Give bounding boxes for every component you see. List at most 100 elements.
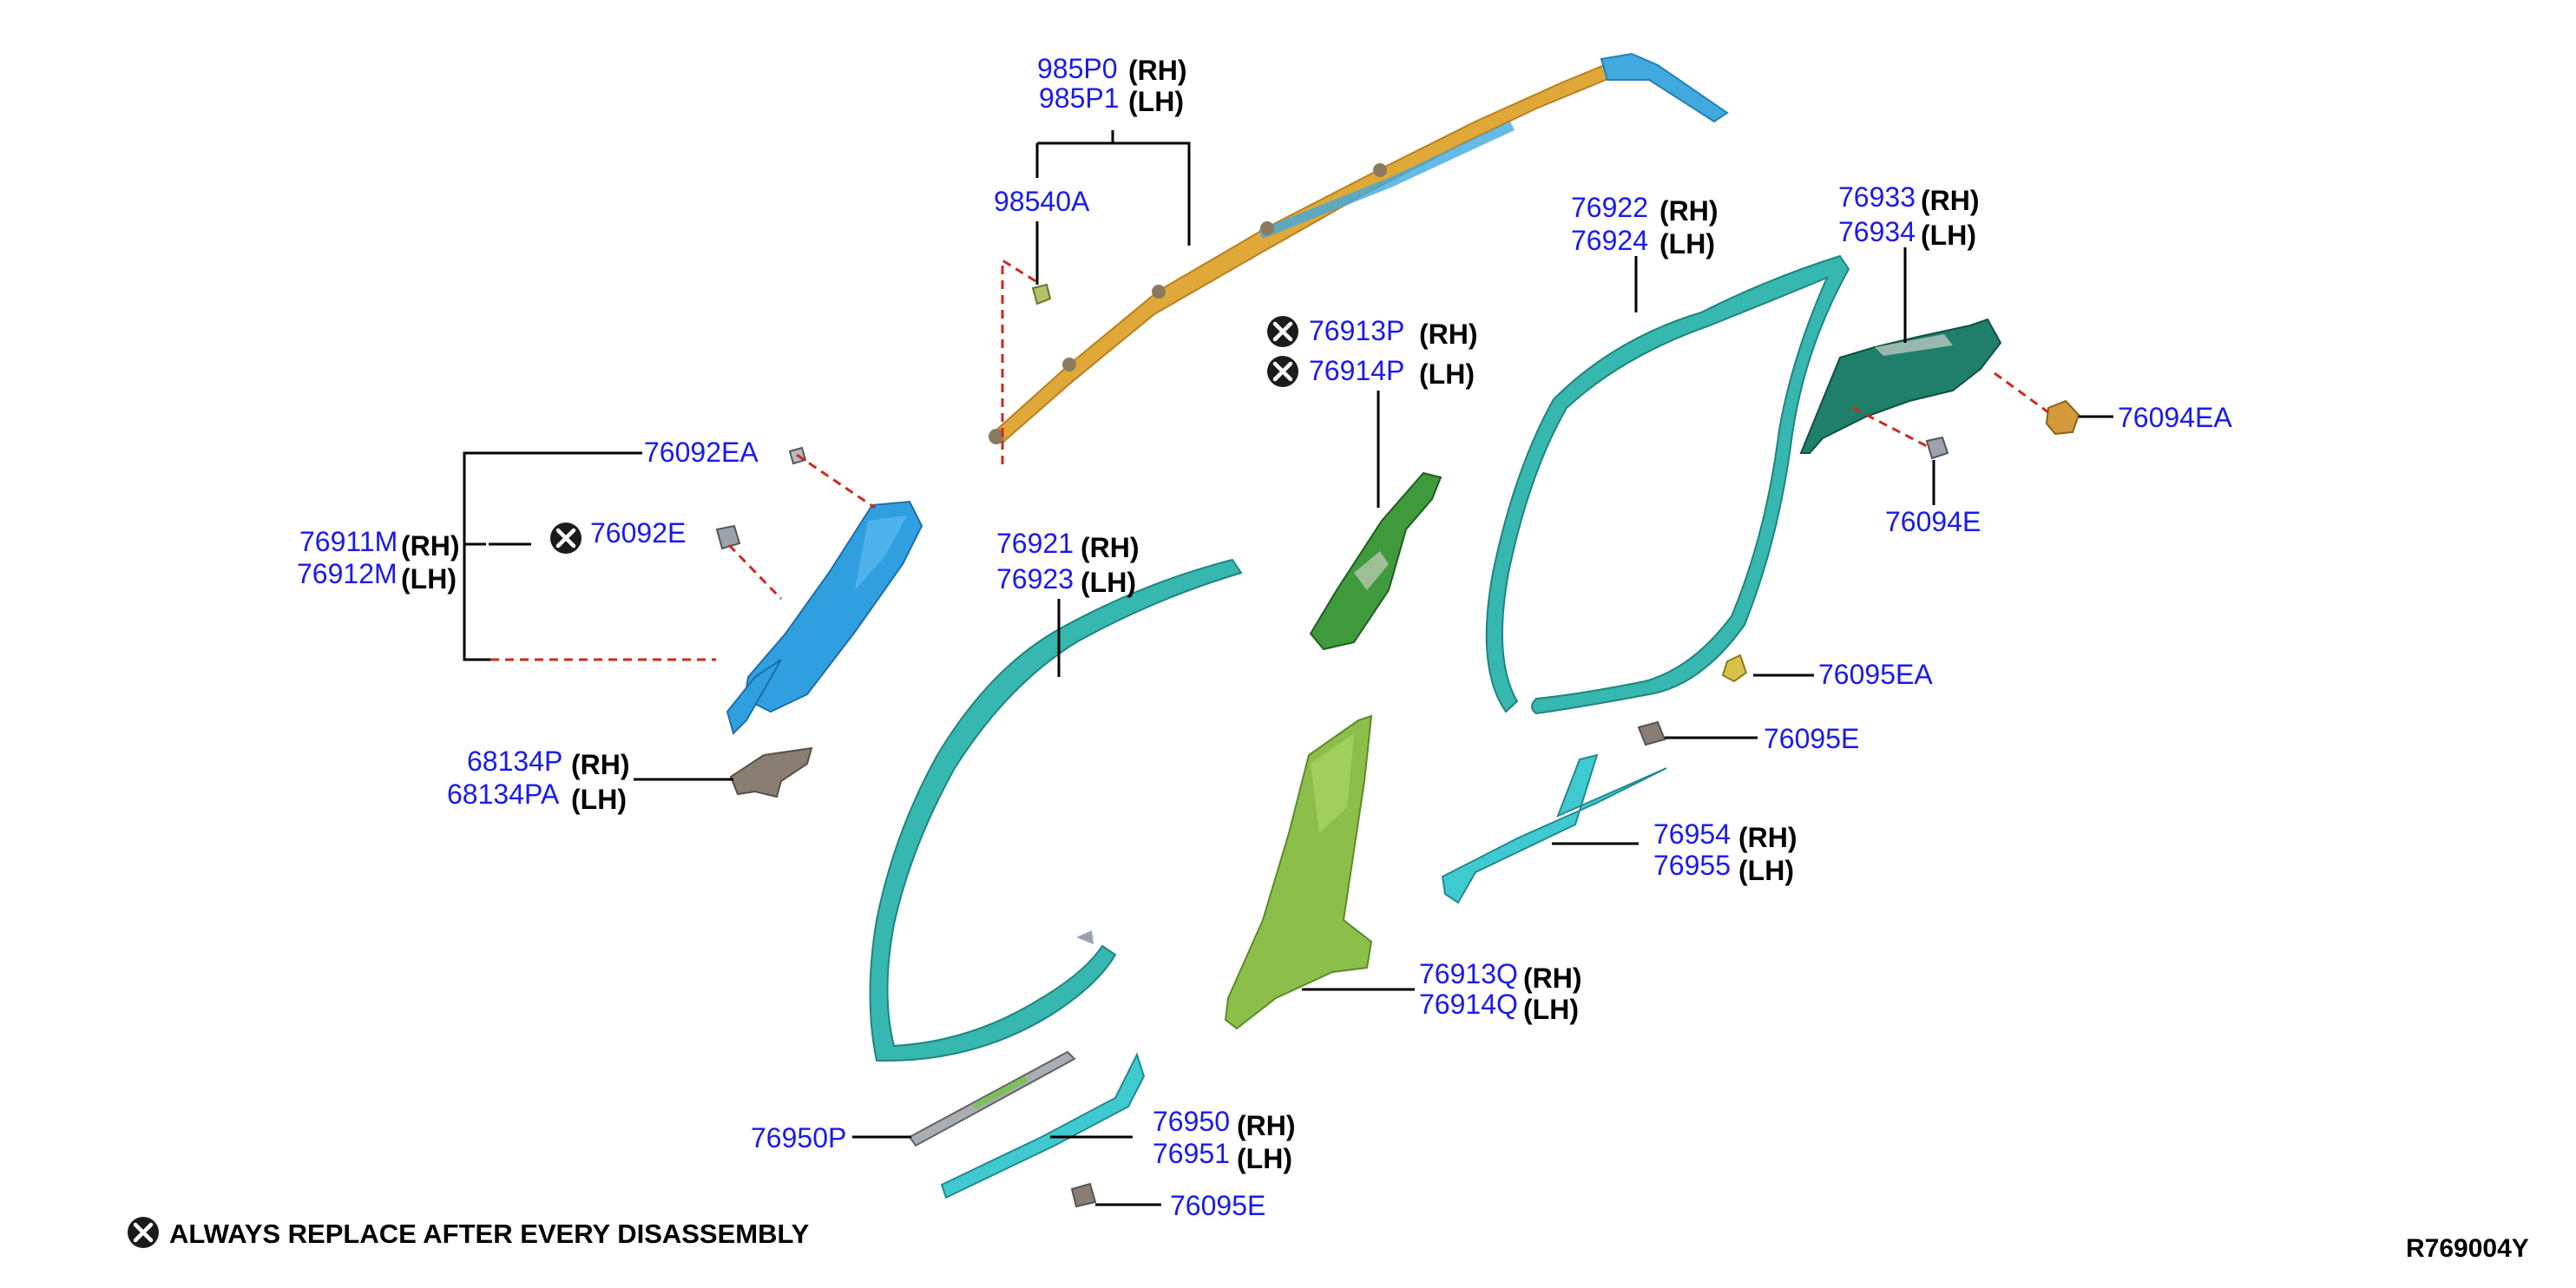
part-number-label: 68134P <box>467 746 562 777</box>
front-pillar-clip[interactable] <box>715 524 741 550</box>
callout-76955[interactable]: 76955 (LH) <box>1653 850 1794 886</box>
part-number-label: 76911M <box>299 526 398 557</box>
part-number-label: 76092E <box>590 517 686 549</box>
callout-76933[interactable]: 76933 (RH) <box>1838 181 1980 216</box>
callout-76924[interactable]: 76924 (LH) <box>1571 225 1715 260</box>
part-number-label: 98540A <box>994 186 1090 217</box>
part-number-label: 76095E <box>1170 1190 1265 1221</box>
part-number-label: 76924 <box>1571 225 1648 256</box>
side-label-rh: (RH) <box>1081 532 1140 563</box>
legend-text: ALWAYS REPLACE AFTER EVERY DISASSEMBLY <box>169 1219 810 1249</box>
part-number-label: 76095E <box>1764 723 1859 754</box>
part-number-label: 76921 <box>996 528 1074 559</box>
rear-kicking-plate[interactable] <box>1441 753 1667 904</box>
callout-76092E[interactable]: 76092E <box>550 517 686 554</box>
part-number-label: 76912M <box>297 558 398 589</box>
callout-76092EA[interactable]: 76092EA <box>644 437 759 468</box>
callout-68134PA[interactable]: 68134PA (LH) <box>447 779 627 815</box>
side-label-rh: (RH) <box>1419 319 1478 350</box>
rear-pillar-finisher[interactable] <box>1799 318 2002 454</box>
part-number-label: 76092EA <box>644 437 759 468</box>
callout-76094EA[interactable]: 76094EA <box>2118 402 2232 433</box>
side-label-lh: (LH) <box>1738 855 1794 886</box>
callout-76914Q[interactable]: 76914Q (LH) <box>1419 989 1579 1025</box>
callout-985P0[interactable]: 985P0 (RH) <box>1037 53 1187 86</box>
part-number-label: 76934 <box>1838 216 1916 247</box>
side-label-rh: (RH) <box>571 749 630 780</box>
callout-76094E[interactable]: 76094E <box>1885 506 1981 537</box>
callout-76911M[interactable]: 76911M (RH) <box>299 526 460 562</box>
callout-76950[interactable]: 76950 (RH) <box>1153 1106 1296 1141</box>
side-label-lh: (LH) <box>1237 1143 1292 1174</box>
callout-76934[interactable]: 76934 (LH) <box>1838 216 1976 251</box>
center-pillar-lower-finisher[interactable] <box>1224 714 1373 1030</box>
side-label-rh: (RH) <box>1237 1110 1296 1141</box>
part-number-label: 76955 <box>1653 850 1731 881</box>
callout-98540A[interactable]: 98540A <box>994 186 1090 217</box>
part-number-label: 76914P <box>1309 355 1404 386</box>
callout-76951[interactable]: 76951 (LH) <box>1153 1138 1292 1174</box>
part-number-label: 76914Q <box>1419 989 1518 1020</box>
part-number-label: 76913P <box>1309 315 1404 346</box>
part-number-label: 76933 <box>1838 181 1916 213</box>
callout-76954[interactable]: 76954 (RH) <box>1653 818 1797 853</box>
kick-plate-clip-bottom[interactable] <box>1070 1182 1097 1208</box>
legend: ALWAYS REPLACE AFTER EVERY DISASSEMBLY <box>128 1217 810 1249</box>
replace-mark-icon <box>128 1217 159 1248</box>
callout-76914P[interactable]: 76914P (LH) <box>1267 355 1475 390</box>
callout-76921[interactable]: 76921 (RH) <box>996 528 1140 563</box>
part-number-label: 76922 <box>1571 192 1648 223</box>
side-label-rh: (RH) <box>1128 55 1187 86</box>
replace-mark-icon <box>1267 356 1298 387</box>
part-number-label: 985P0 <box>1037 53 1118 84</box>
callout-76913P[interactable]: 76913P (RH) <box>1267 315 1478 350</box>
side-label-rh: (RH) <box>401 530 460 562</box>
rear-door-weatherstrip[interactable] <box>1485 254 1850 715</box>
side-label-rh: (RH) <box>1921 185 1980 216</box>
callout-76912M[interactable]: 76912M (LH) <box>297 558 457 595</box>
replace-mark-icon <box>1267 316 1298 347</box>
part-number-label: 76950P <box>751 1122 846 1153</box>
side-label-rh: (RH) <box>1738 822 1797 853</box>
callout-68134P[interactable]: 68134P (RH) <box>467 746 630 780</box>
airbag-bolt[interactable] <box>1031 283 1052 306</box>
part-number-label: 76923 <box>996 563 1074 595</box>
kick-plate-clip-right[interactable] <box>1637 720 1666 746</box>
callout-76095EA[interactable]: 76095EA <box>1818 659 1933 690</box>
kick-plate-clip-yellow[interactable] <box>1721 654 1748 683</box>
part-number-label: 76095EA <box>1818 659 1933 690</box>
callout-76923[interactable]: 76923 (LH) <box>996 563 1136 598</box>
callout-76095E-bottom[interactable]: 76095E <box>1170 1190 1265 1221</box>
diagram-code: R769004Y <box>2406 1234 2529 1263</box>
rear-pillar-clip-grey[interactable] <box>1925 436 1949 460</box>
side-label-lh: (LH) <box>1659 228 1715 260</box>
curtain-airbag[interactable] <box>989 52 1729 444</box>
dash-side-bracket[interactable] <box>729 746 813 798</box>
callout-76950P[interactable]: 76950P <box>751 1122 846 1153</box>
callout-985P1[interactable]: 985P1 (LH) <box>1039 82 1184 117</box>
side-label-lh: (LH) <box>571 784 627 815</box>
callout-76922[interactable]: 76922 (RH) <box>1571 192 1718 227</box>
front-door-weatherstrip[interactable] <box>869 558 1243 1062</box>
side-label-lh: (LH) <box>1523 994 1579 1025</box>
part-number-label: 76954 <box>1653 818 1731 850</box>
front-pillar-finisher[interactable] <box>726 500 923 735</box>
part-number-label: 76913Q <box>1419 958 1518 989</box>
part-number-label: 76094E <box>1885 506 1981 537</box>
front-kicking-plate[interactable] <box>940 1052 1146 1199</box>
part-number-label: 76951 <box>1153 1138 1230 1169</box>
side-label-lh: (LH) <box>1128 86 1184 117</box>
center-pillar-upper-finisher[interactable] <box>1309 471 1442 651</box>
replace-mark-icon <box>550 522 582 554</box>
side-label-lh: (LH) <box>1081 567 1136 598</box>
callout-76095E-right[interactable]: 76095E <box>1764 723 1859 754</box>
rear-pillar-clip-orange[interactable] <box>2045 399 2080 436</box>
leader-lines <box>463 130 2113 1206</box>
side-label-lh: (LH) <box>401 563 457 595</box>
side-label-lh: (LH) <box>1419 358 1475 390</box>
callout-76913Q[interactable]: 76913Q (RH) <box>1419 958 1582 994</box>
part-number-label: 68134PA <box>447 779 560 810</box>
sill-plate[interactable] <box>908 1050 1076 1147</box>
part-number-label: 76950 <box>1153 1106 1230 1137</box>
